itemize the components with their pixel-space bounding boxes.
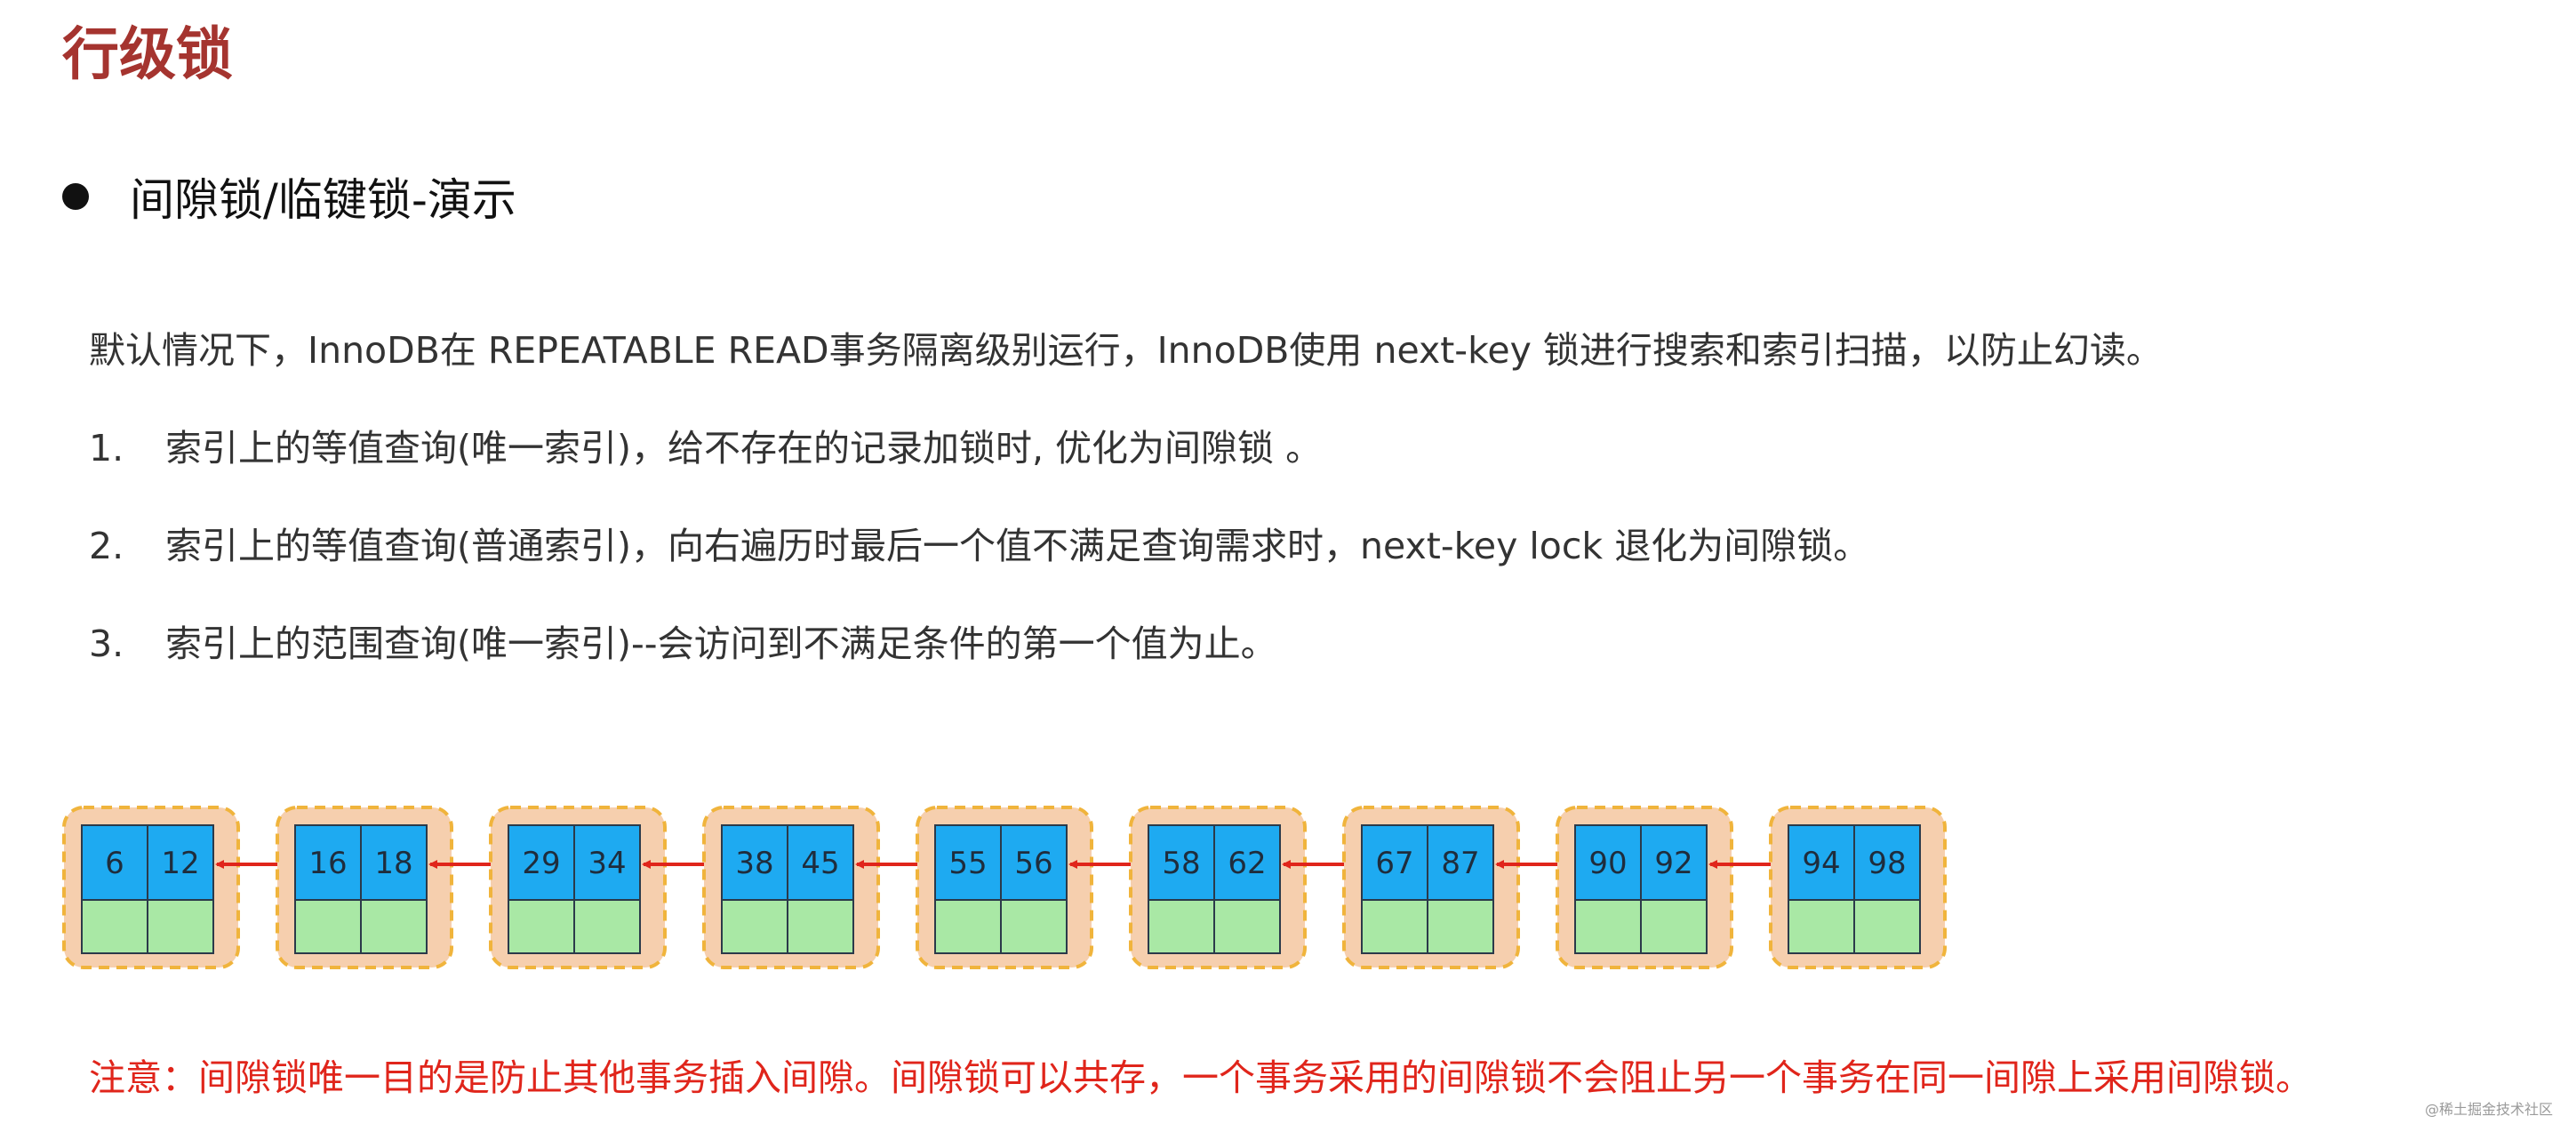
key-cell: [1148, 824, 1215, 901]
key-value-label: 18: [374, 846, 412, 881]
key-value-label: 87: [1441, 846, 1479, 881]
list-item-number: 1.: [89, 427, 124, 470]
list-item: 1. 索引上的等值查询(唯一索引)，给不存在的记录加锁时, 优化为间隙锁 。: [89, 422, 1322, 475]
data-cell: [1361, 899, 1428, 954]
list-item-number: 3.: [89, 622, 124, 665]
data-cell: [294, 899, 362, 954]
key-cell: [1788, 824, 1855, 901]
data-cell: [1427, 899, 1494, 954]
data-cell: [508, 899, 575, 954]
list-item-text: 索引上的等值查询(普通索引)，向右遍历时最后一个值不满足查询需求时，next-k…: [165, 525, 1870, 567]
key-cell: [294, 824, 362, 901]
leaf-node: 58 62: [1129, 806, 1307, 969]
key-cell: [1427, 824, 1494, 901]
data-cell: [1853, 899, 1921, 954]
key-value-label: 56: [1014, 846, 1052, 881]
data-cell: [360, 899, 428, 954]
data-cell: [1213, 899, 1281, 954]
key-value-label: 58: [1162, 846, 1200, 881]
leaf-node: 67 87: [1342, 806, 1520, 969]
key-value-label: 34: [588, 846, 626, 881]
key-value-label: 16: [308, 846, 347, 881]
data-cell: [787, 899, 854, 954]
key-cell: [147, 824, 214, 901]
intro-paragraph: 默认情况下，InnoDB在 REPEATABLE READ事务隔离级别运行，In…: [89, 329, 2163, 372]
page-title: 行级锁: [62, 22, 233, 88]
key-cell: [1000, 824, 1068, 901]
key-value-label: 12: [161, 846, 199, 881]
key-cell: [1853, 824, 1921, 901]
key-value-label: 6: [105, 846, 124, 881]
key-cell: [721, 824, 788, 901]
bullet-heading: 间隙锁/临键锁-演示: [62, 165, 516, 228]
key-cell: [573, 824, 641, 901]
bullet-dot-icon: [62, 183, 89, 210]
list-item-text: 索引上的等值查询(唯一索引)，给不存在的记录加锁时, 优化为间隙锁 。: [165, 427, 1323, 470]
leaf-node: 38 45: [702, 806, 880, 969]
list-item: 2. 索引上的等值查询(普通索引)，向右遍历时最后一个值不满足查询需求时，next…: [89, 519, 1869, 573]
data-cell: [1000, 899, 1068, 954]
key-value-label: 29: [522, 846, 560, 881]
leaf-node: 55 56: [916, 806, 1093, 969]
key-value-label: 38: [735, 846, 773, 881]
leaf-node: 29 34: [489, 806, 667, 969]
list-item-text: 索引上的范围查询(唯一索引)--会访问到不满足条件的第一个值为止。: [165, 622, 1277, 665]
key-value-label: 98: [1868, 846, 1906, 881]
data-cell: [147, 899, 214, 954]
data-cell: [1640, 899, 1708, 954]
data-cell: [1574, 899, 1642, 954]
note-text: 注意：间隙锁唯一目的是防止其他事务插入间隙。间隙锁可以共存，一个事务采用的间隙锁…: [89, 1056, 2312, 1099]
key-value-label: 62: [1228, 846, 1266, 881]
data-cell: [81, 899, 148, 954]
list-item: 3. 索引上的范围查询(唯一索引)--会访问到不满足条件的第一个值为止。: [89, 617, 1277, 670]
key-cell: [1361, 824, 1428, 901]
leaf-node: 6 12: [62, 806, 240, 969]
key-value-label: 45: [801, 846, 839, 881]
bullet-heading-text: 间隙锁/临键锁-演示: [130, 174, 516, 226]
key-value-label: 55: [948, 846, 987, 881]
key-cell: [1574, 824, 1642, 901]
key-value-label: 94: [1802, 846, 1840, 881]
watermark: @稀土掘金技术社区: [2424, 1101, 2553, 1118]
data-cell: [721, 899, 788, 954]
data-cell: [573, 899, 641, 954]
data-cell: [1788, 899, 1855, 954]
key-value-label: 92: [1654, 846, 1692, 881]
key-cell: [787, 824, 854, 901]
key-value-label: 90: [1588, 846, 1627, 881]
leaf-node: 90 92: [1556, 806, 1733, 969]
key-cell: [1213, 824, 1281, 901]
data-cell: [1148, 899, 1215, 954]
list-item-number: 2.: [89, 525, 124, 567]
key-cell: [360, 824, 428, 901]
key-value-label: 67: [1375, 846, 1413, 881]
data-cell: [934, 899, 1002, 954]
leaf-node: 94 98: [1769, 806, 1947, 969]
